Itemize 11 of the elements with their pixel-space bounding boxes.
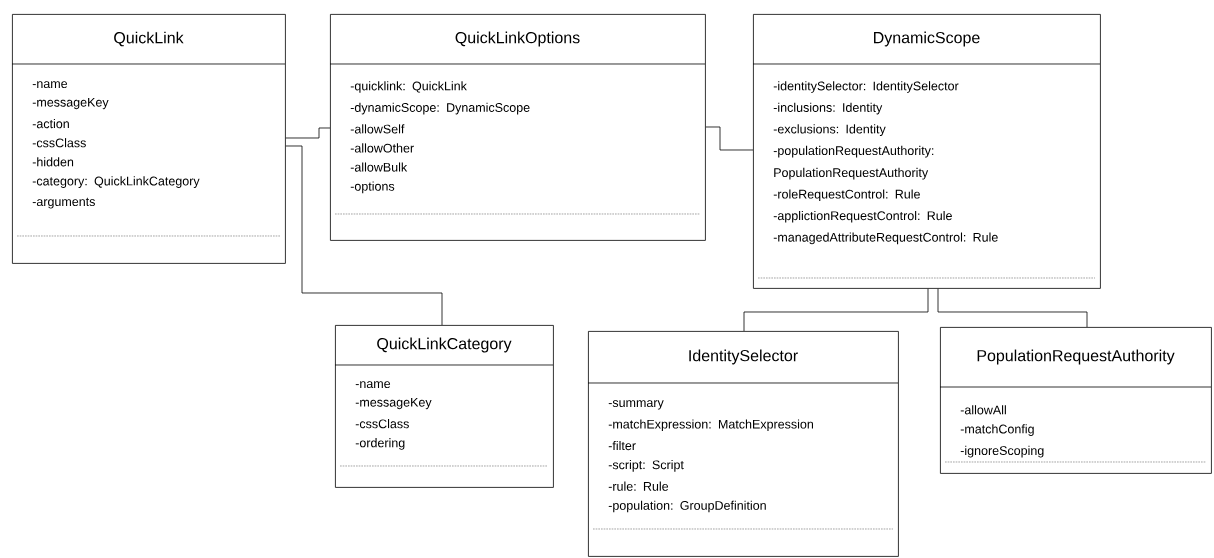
connector-line bbox=[285, 145, 443, 326]
class-box: QuickLinkCategory -name -messageKey -cssClass -ordering bbox=[334, 325, 554, 488]
connector-line bbox=[705, 126, 754, 151]
class-box: DynamicScope -identitySelector: IdentitySelector -inclusions: Identity -exclusions: Identity -populationRequestAuthority: PopulationRequestAuthority -roleRequestControl: Rule -applictionRequestControl: Rule -managedAttributeRequestControl: Rule bbox=[752, 14, 1101, 289]
class-box: PopulationRequestAuthority -allowAll -matchConfig -ignoreScoping bbox=[939, 327, 1212, 474]
class-box: QuickLinkOptions -quicklink: QuickLink -dynamicScope: DynamicScope -allowSelf -allowOther -allowBulk -options bbox=[329, 14, 706, 241]
class-box: IdentitySelector -summary -matchExpression: MatchExpression -filter -script: Script -rule: Rule -population: GroupDefinition bbox=[587, 331, 899, 557]
connector-line bbox=[937, 288, 1088, 328]
connector-line bbox=[285, 127, 331, 139]
connector-line bbox=[743, 288, 929, 332]
class-box: QuickLink -name -messageKey -action -cssClass -hidden -category: QuickLinkCategory -arguments bbox=[11, 14, 286, 264]
